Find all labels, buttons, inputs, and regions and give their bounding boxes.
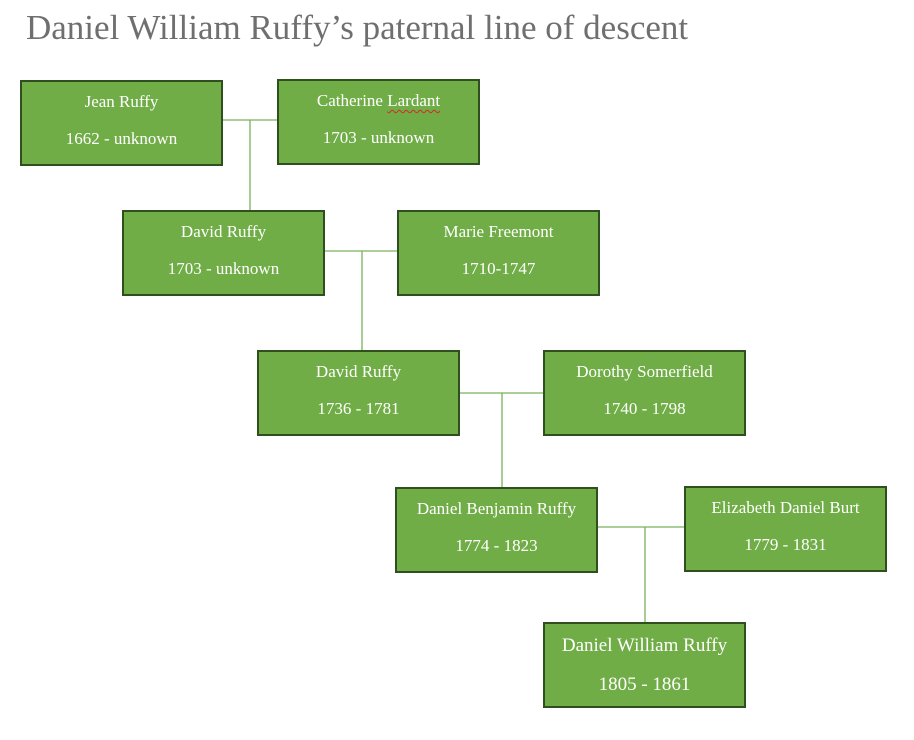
person-box-dorothy-somerfield[interactable]: Dorothy Somerfield 1740 - 1798 [543, 350, 746, 436]
person-box-marie-freemont[interactable]: Marie Freemont 1710-1747 [397, 210, 600, 296]
person-name: Jean Ruffy [84, 92, 159, 111]
person-name-last: Lardant [387, 91, 441, 110]
person-box-david-ruffy-1703[interactable]: David Ruffy 1703 - unknown [122, 210, 325, 296]
person-years: 1740 - 1798 [603, 399, 686, 418]
person-years: 1805 - 1861 [598, 674, 691, 695]
person-box-elizabeth-daniel-burt[interactable]: Elizabeth Daniel Burt 1779 - 1831 [684, 486, 887, 572]
person-box-david-ruffy-1736[interactable]: David Ruffy 1736 - 1781 [257, 350, 460, 436]
person-name: David Ruffy [180, 222, 267, 241]
person-name: Catherine Lardant [279, 91, 478, 111]
person-years: 1703 - unknown [322, 128, 435, 147]
person-name: Daniel Benjamin Ruffy [416, 499, 577, 518]
person-box-daniel-benjamin-ruffy[interactable]: Daniel Benjamin Ruffy 1774 - 1823 [395, 487, 598, 573]
diagram-title: Daniel William Ruffy’s paternal line of … [26, 8, 689, 47]
person-box-catherine-lardant[interactable]: Catherine Lardant 1703 - unknown [277, 79, 480, 165]
person-box-jean-ruffy[interactable]: Jean Ruffy 1662 - unknown [20, 80, 223, 166]
person-years: 1703 - unknown [167, 259, 280, 278]
person-name: Dorothy Somerfield [576, 362, 713, 381]
person-years: 1710-1747 [461, 259, 536, 278]
person-name: Elizabeth Daniel Burt [711, 498, 860, 517]
person-years: 1774 - 1823 [455, 536, 538, 555]
person-name: Daniel William Ruffy [561, 635, 728, 656]
person-years: 1736 - 1781 [317, 399, 400, 418]
person-years: 1662 - unknown [65, 129, 178, 148]
person-name-first: Catherine [316, 91, 388, 110]
person-name: David Ruffy [315, 362, 402, 381]
person-box-daniel-william-ruffy[interactable]: Daniel William Ruffy 1805 - 1861 [543, 622, 746, 708]
person-years: 1779 - 1831 [744, 535, 827, 554]
person-name: Marie Freemont [443, 222, 554, 241]
